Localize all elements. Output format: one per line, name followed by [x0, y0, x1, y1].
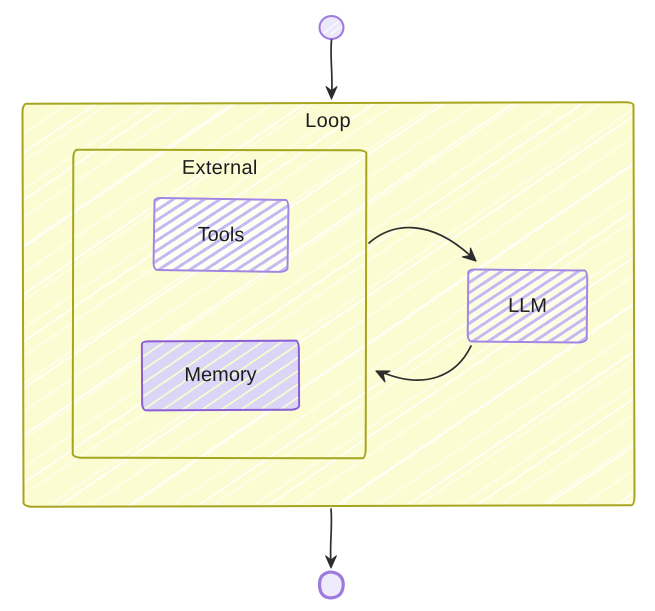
start-node-circle [318, 15, 345, 40]
external-subgraph-label: External [181, 156, 258, 180]
memory-node-label: Memory [184, 363, 257, 387]
start-node-hatch [323, 20, 342, 36]
edge-loop-to-end [325, 508, 337, 569]
tools-node-label: Tools [197, 223, 245, 246]
external-subgraph: External [71, 148, 368, 460]
llm-node-label: LLM [507, 294, 548, 317]
loop-subgraph-label: Loop [305, 109, 351, 133]
arrowhead-loop-to-end [325, 555, 337, 569]
arrowhead-start-to-loop [325, 86, 338, 100]
start-node [318, 15, 345, 40]
tools-node: Tools [152, 196, 290, 274]
edge-start-to-loop [325, 39, 338, 100]
llm-node: LLM [466, 268, 589, 344]
memory-node: Memory [140, 339, 301, 412]
end-node-circle [317, 570, 345, 600]
end-node [317, 570, 345, 600]
